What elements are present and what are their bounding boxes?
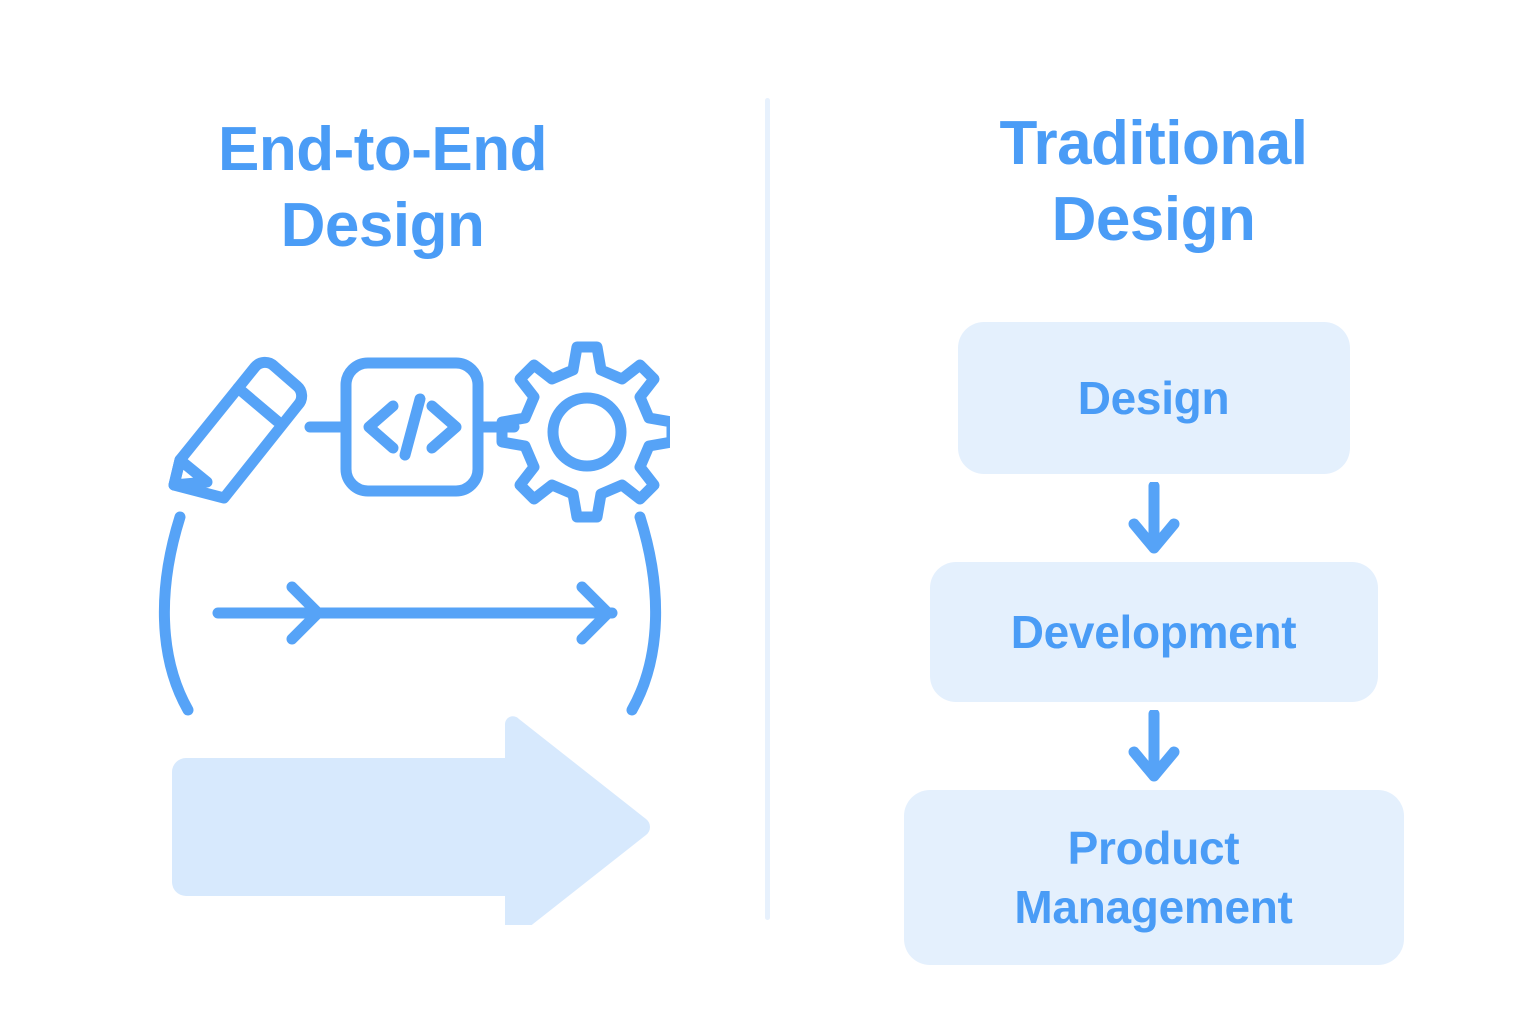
- flow-gap-4: [771, 782, 1536, 790]
- end-to-end-graphic: [150, 325, 670, 925]
- forward-block-arrow: [172, 716, 650, 925]
- pencil-icon: [168, 356, 308, 504]
- flow-step-product-management-label: Product Management: [1014, 821, 1293, 933]
- column-divider: [765, 98, 770, 920]
- flow-step-design-label: Design: [1077, 371, 1230, 424]
- end-to-end-column: End-to-End Design: [0, 0, 765, 1024]
- flow-step-development[interactable]: Development: [929, 562, 1378, 702]
- traditional-column: Traditional Design Design Development Pr…: [771, 0, 1536, 1024]
- traditional-flow: Design Development Product Management: [771, 322, 1536, 965]
- continuous-flow-arrow: [158, 511, 662, 716]
- gear-icon: [496, 341, 670, 523]
- flow-gap-2: [771, 554, 1536, 562]
- down-arrow-1: [1128, 482, 1179, 554]
- end-to-end-heading: End-to-End Design: [217, 115, 548, 260]
- flow-gap-3: [771, 702, 1536, 710]
- flow-step-design[interactable]: Design: [957, 322, 1350, 474]
- flow-step-development-label: Development: [1010, 605, 1297, 658]
- code-brackets-icon: [340, 357, 484, 497]
- flow-gap-1: [771, 474, 1536, 482]
- flow-step-product-management[interactable]: Product Management: [903, 790, 1404, 965]
- down-arrow-2: [1128, 710, 1179, 782]
- traditional-heading: Traditional Design: [999, 109, 1308, 254]
